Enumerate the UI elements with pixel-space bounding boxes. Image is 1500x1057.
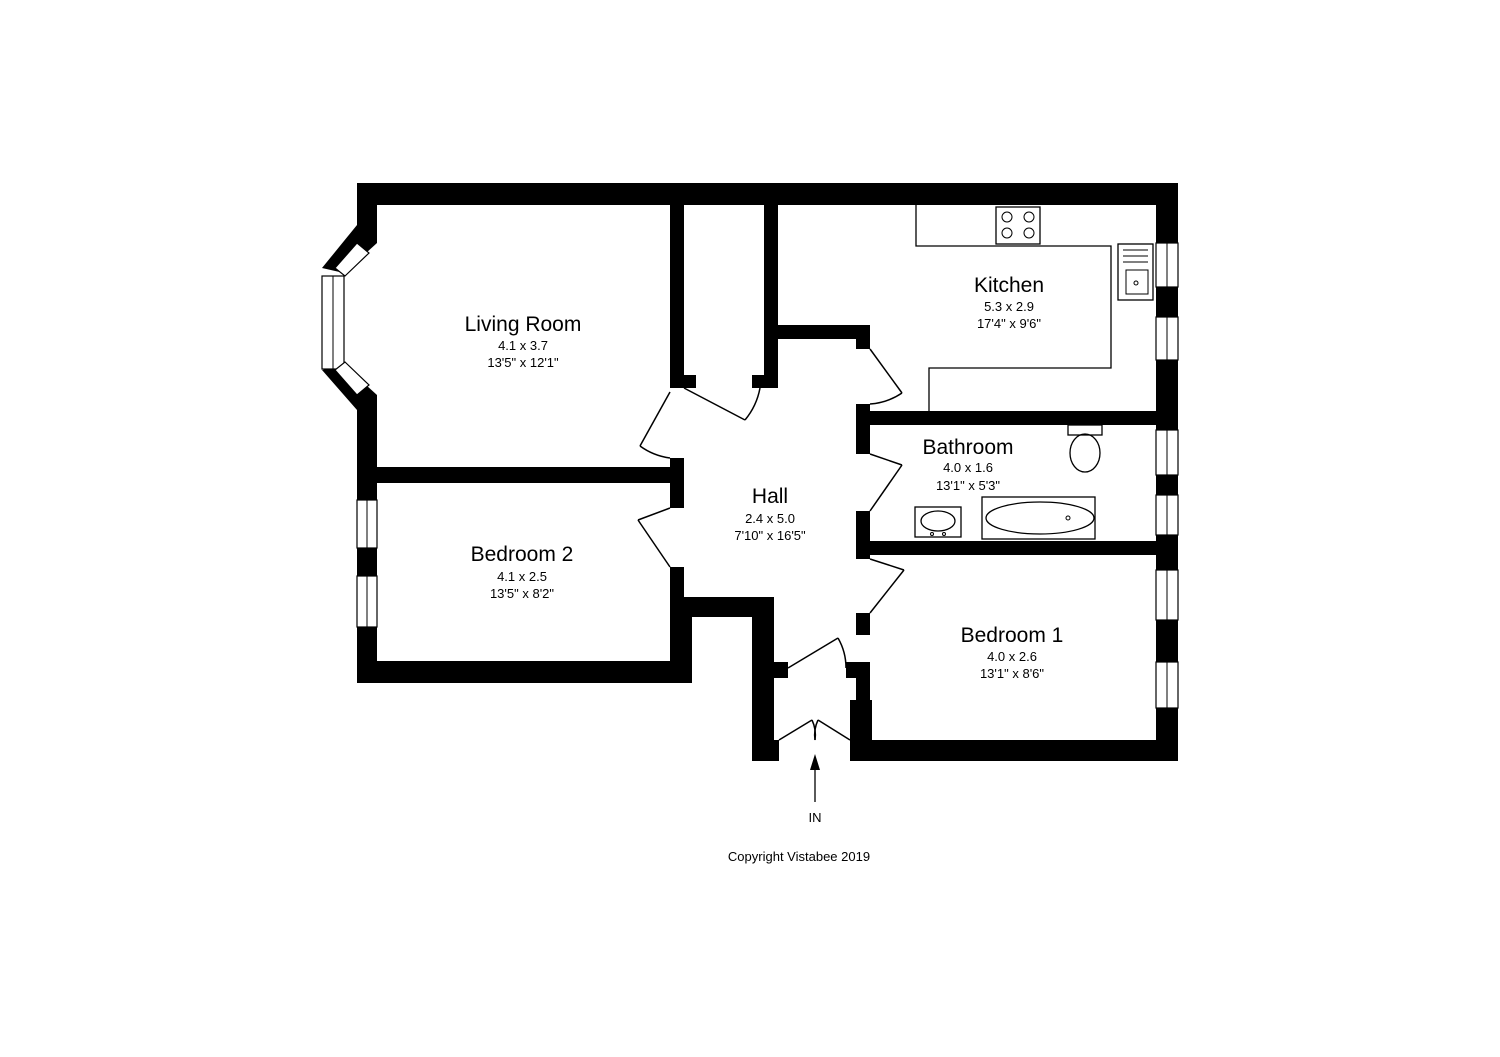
copyright-text: Copyright Vistabee 2019 xyxy=(728,849,870,864)
kitchen-imperial: 17'4" x 9'6" xyxy=(977,316,1041,331)
hall-metric: 2.4 x 5.0 xyxy=(745,511,795,526)
bedroom-2-metric: 4.1 x 2.5 xyxy=(497,569,547,584)
hall-imperial: 7'10" x 16'5" xyxy=(734,528,806,543)
windows xyxy=(356,242,1179,709)
bathroom-metric: 4.0 x 1.6 xyxy=(943,460,993,475)
bathroom-fittings xyxy=(914,424,1103,540)
hall-name: Hall xyxy=(752,485,788,508)
kitchen-label: Kitchen 5.3 x 2.9 17'4" x 9'6" xyxy=(974,274,1044,331)
living-room-label: Living Room 4.1 x 3.7 13'5" x 12'1" xyxy=(465,313,582,370)
kitchen-sink-icon xyxy=(1117,243,1154,301)
entrance-label: IN xyxy=(809,810,822,825)
entrance-arrow-icon xyxy=(810,754,820,802)
doors xyxy=(637,348,905,741)
bedroom-1-imperial: 13'1" x 8'6" xyxy=(980,666,1044,681)
hall-label: Hall 2.4 x 5.0 7'10" x 16'5" xyxy=(734,485,806,543)
kitchen-worktop xyxy=(915,205,1154,411)
bedroom-1-metric: 4.0 x 2.6 xyxy=(987,649,1037,664)
kitchen-metric: 5.3 x 2.9 xyxy=(984,299,1034,314)
bathroom-name: Bathroom xyxy=(922,436,1013,459)
bedroom-2-imperial: 13'5" x 8'2" xyxy=(490,586,554,601)
bathtub-icon xyxy=(981,496,1096,540)
kitchen-name: Kitchen xyxy=(974,274,1044,297)
washbasin-icon xyxy=(914,506,962,538)
bedroom-1-name: Bedroom 1 xyxy=(961,624,1064,647)
living-room-imperial: 13'5" x 12'1" xyxy=(487,355,559,370)
outer-walls xyxy=(357,183,1178,761)
living-room-metric: 4.1 x 3.7 xyxy=(498,338,548,353)
toilet-icon xyxy=(1067,424,1103,473)
bathroom-label: Bathroom 4.0 x 1.6 13'1" x 5'3" xyxy=(922,436,1013,493)
bedroom-2-name: Bedroom 2 xyxy=(471,543,574,566)
bay-window xyxy=(321,225,377,410)
bedroom-1-label: Bedroom 1 4.0 x 2.6 13'1" x 8'6" xyxy=(961,624,1064,681)
bathroom-imperial: 13'1" x 5'3" xyxy=(936,478,1000,493)
bedroom-2-label: Bedroom 2 4.1 x 2.5 13'5" x 8'2" xyxy=(471,543,574,601)
interior-walls xyxy=(377,203,1156,740)
living-room-name: Living Room xyxy=(465,313,582,336)
